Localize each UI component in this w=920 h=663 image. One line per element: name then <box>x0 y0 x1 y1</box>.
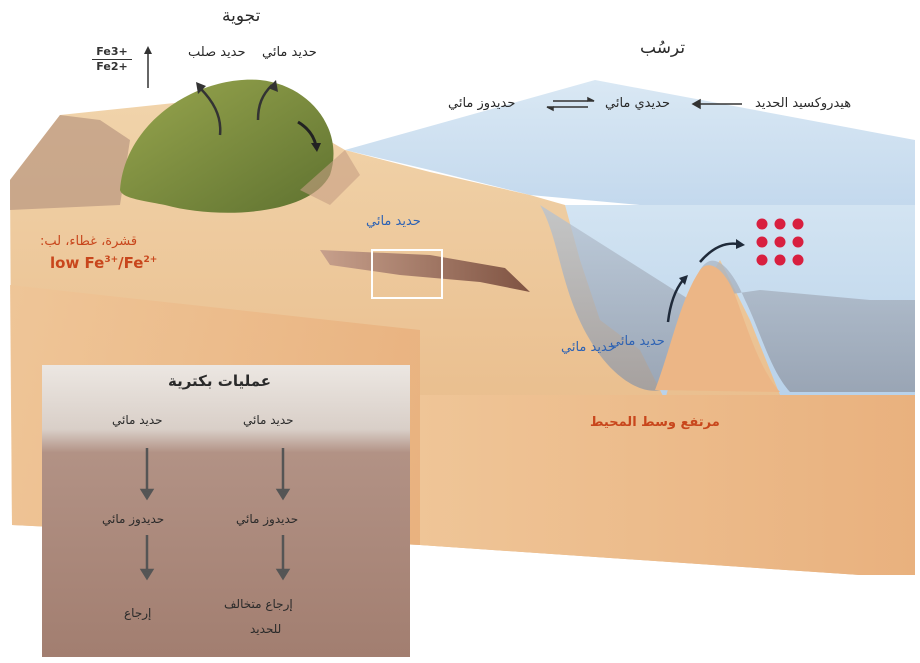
crust-ratio-prefix: low Fe <box>50 254 104 272</box>
inset-right-bottom-label-1: إرجاع متخالف <box>224 597 293 611</box>
deposition-title: ترسُب <box>640 38 685 58</box>
crust-ratio-mid: /Fe <box>118 254 143 272</box>
solid-iron-label: حديد صلب <box>188 45 246 60</box>
ratio-denominator: Fe2+ <box>92 60 132 74</box>
ratio-numerator: Fe3+ <box>92 45 132 60</box>
weathering-hill <box>120 80 334 213</box>
inset-right-top-label: حديد مائي <box>243 413 294 427</box>
chain-ferrous-aqueous: حديدوز مائي <box>448 96 515 111</box>
crust-label: قشرة، غطاء، لب: <box>40 234 137 249</box>
chain-ferric-aqueous: حديدي مائي <box>605 96 670 111</box>
bacteria-box-title: عمليات بكترية <box>168 372 271 390</box>
aqueous-iron-basin-right: حديد مائي <box>610 334 665 349</box>
land-back-band <box>10 115 130 210</box>
crust-ratio-label: low Fe3+/Fe2+ <box>50 254 157 272</box>
inset-left-bottom-label: إرجاع <box>124 606 151 620</box>
inset-left-mid-label: حديدوز مائي <box>102 512 164 526</box>
crust-ratio-sup1: 3+ <box>104 255 118 265</box>
inset-right-mid-label: حديدوز مائي <box>236 512 298 526</box>
iron-ratio-fraction: Fe3+ Fe2+ <box>92 45 132 74</box>
ratio-up-arrowhead <box>144 46 152 54</box>
weathering-title: تجوية <box>222 6 260 26</box>
iron-particles <box>757 219 804 266</box>
aqueous-iron-basin-left: حديد مائي <box>561 340 616 355</box>
bacteria-inset-box <box>42 365 410 657</box>
crust-ratio-sup2: 2+ <box>143 255 157 265</box>
mid-ocean-ridge-label: مرتفع وسط المحيط <box>590 415 720 430</box>
inset-left-top-label: حديد مائي <box>112 413 163 427</box>
inset-right-bottom-label-2: للحديد <box>250 622 281 636</box>
aqueous-iron-coastal-label: حديد مائي <box>366 214 421 229</box>
aqueous-iron-label: حديد مائي <box>262 45 317 60</box>
chain-iron-hydroxide: هيدروكسيد الحديد <box>755 96 851 111</box>
